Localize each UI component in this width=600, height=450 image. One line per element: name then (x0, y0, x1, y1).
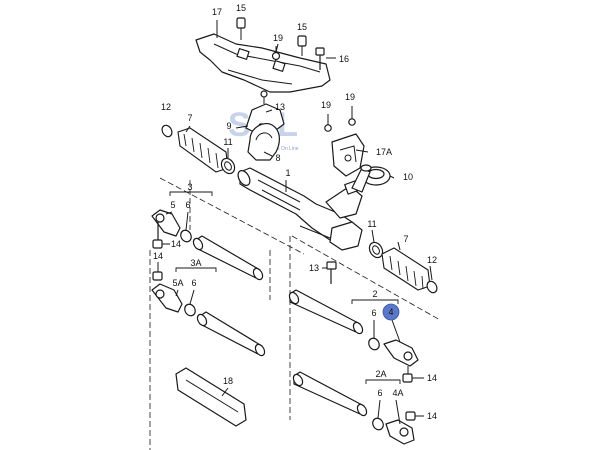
label-14-right-upper: 14 (427, 373, 437, 383)
nut-15-top (236, 17, 246, 40)
tie-rod-upper-left (192, 235, 264, 281)
bracket-3 (169, 191, 213, 196)
label-4: 4 (388, 307, 393, 317)
label-10: 10 (403, 172, 413, 182)
tie-rod-end-4a (385, 419, 415, 445)
tie-rod-end-4 (383, 339, 419, 367)
label-4a: 4A (392, 388, 403, 398)
label-1: 1 (285, 168, 290, 178)
label-13-upper: 13 (275, 102, 285, 112)
label-11-right: 11 (367, 219, 376, 229)
heat-shield (195, 33, 331, 93)
lock-nut-6-left (180, 229, 192, 243)
clamp-ring-12-right (426, 280, 438, 294)
screw-19-right-upper (324, 114, 332, 132)
tie-rod-end-5a (151, 283, 183, 313)
nut-14-right-upper (402, 366, 413, 383)
bellows-boot-7-left (177, 127, 229, 173)
label-7-left: 7 (187, 113, 192, 123)
bracket-2 (351, 299, 399, 304)
clamp-ring-12-left (161, 124, 173, 138)
steering-rack-housing (237, 164, 372, 251)
label-2a: 2A (375, 369, 386, 379)
bracket-3a (175, 267, 217, 272)
leader-lines (157, 20, 433, 425)
label-3: 3 (187, 182, 192, 192)
label-17a: 17A (376, 147, 392, 157)
lock-nut-6-right-lower (372, 417, 384, 431)
label-15-top: 15 (236, 3, 246, 13)
watermark-tagline: Parts On Line (268, 146, 299, 152)
label-9: 9 (226, 121, 231, 131)
label-5a: 5A (172, 278, 183, 288)
label-17: 17 (212, 7, 222, 17)
label-19-right: 19 (345, 92, 355, 102)
dash-frame-right-top (291, 235, 441, 321)
label-14-left-upper: 14 (171, 239, 181, 249)
nut-15-mid (297, 35, 307, 56)
label-13-lower: 13 (309, 263, 319, 273)
tie-rod-end-5 (151, 209, 181, 240)
label-16: 16 (339, 54, 349, 64)
label-6-left-lower: 6 (191, 278, 196, 288)
label-12-left: 12 (161, 102, 171, 112)
tie-rod-upper-right (288, 289, 364, 335)
label-7-right: 7 (403, 234, 408, 244)
rack-clamp-bracket (245, 90, 285, 161)
screw-19-right-far (348, 106, 356, 126)
nut-14-left-lower (152, 271, 163, 281)
label-5: 5 (170, 200, 175, 210)
bolt-13-lower (326, 261, 337, 284)
label-12-right: 12 (427, 255, 437, 265)
highlight-marker-4[interactable] (382, 303, 400, 321)
nut-14-right-lower (405, 411, 416, 421)
label-19-mid: 19 (321, 100, 331, 110)
clamp-11-right (368, 241, 384, 259)
label-3a: 3A (190, 258, 201, 268)
nut-14-left-upper (152, 239, 163, 249)
label-14-right-lower: 14 (427, 411, 437, 421)
label-15-mid: 15 (297, 22, 307, 32)
callout-labels: 17 15 15 19 16 12 7 9 13 11 8 19 19 17A … (153, 3, 437, 421)
tie-rod-lower-left (196, 311, 266, 357)
label-14-left-lower: 14 (153, 251, 163, 261)
label-6-left-upper: 6 (185, 200, 190, 210)
clamp-11-left (220, 157, 236, 175)
label-19-top: 19 (273, 33, 283, 43)
dash-frame-left-top (159, 177, 305, 255)
label-6-right-lower: 6 (377, 388, 382, 398)
label-8: 8 (275, 153, 280, 163)
bellows-boot-7-right (381, 247, 431, 291)
bracket-17a (331, 133, 365, 177)
protective-sleeve-18 (175, 367, 247, 427)
lock-nut-6-left-lower (184, 303, 196, 317)
lock-nut-6-right-upper (368, 337, 380, 351)
bracket-2a (365, 379, 401, 384)
label-2: 2 (372, 289, 377, 299)
label-11-left: 11 (223, 137, 232, 147)
label-6-right-upper: 6 (371, 308, 376, 318)
label-18: 18 (223, 376, 233, 386)
screw-19-top (271, 46, 281, 61)
tie-rod-lower-right (292, 371, 368, 417)
